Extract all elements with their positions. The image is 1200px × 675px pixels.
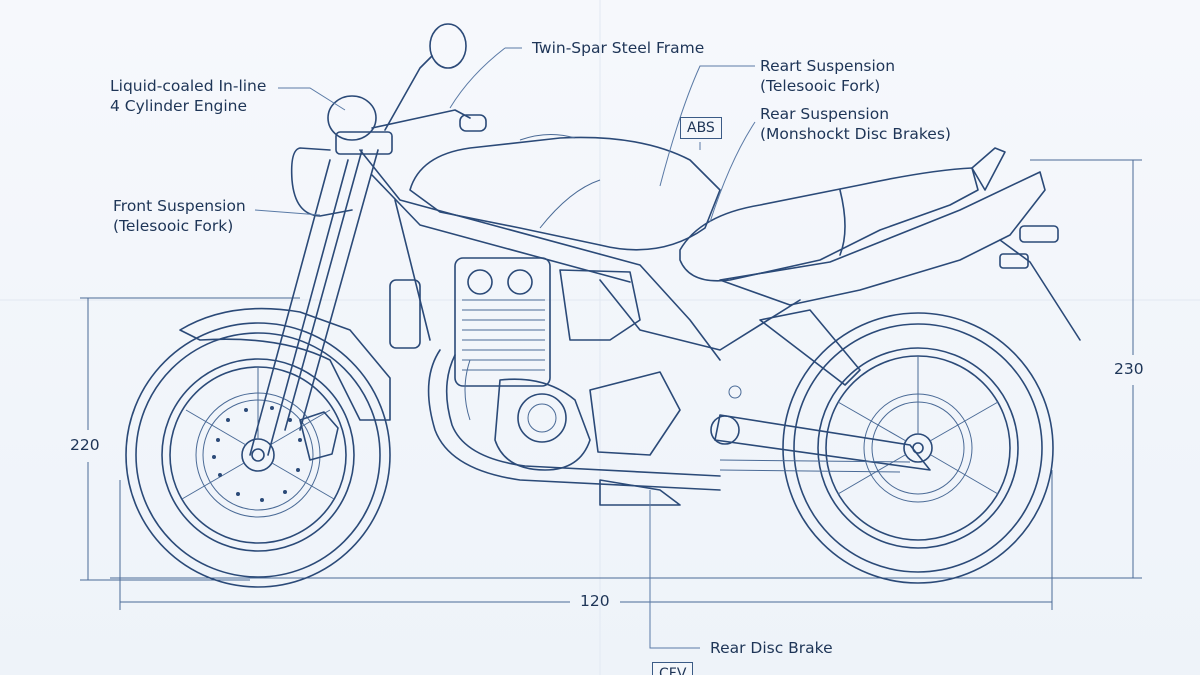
label-reart-suspension-line1: Reart Suspension (760, 57, 896, 75)
frame (359, 149, 801, 361)
dimension-length: 120 (580, 592, 610, 610)
label-rear-suspension-line1: Rear Suspension (760, 105, 890, 123)
swingarm (599, 309, 931, 506)
label-engine-line2: 4 Cylinder Engine (110, 97, 248, 115)
leader-lines (254, 47, 756, 649)
label-frame: Twin-Spar Steel Frame (532, 39, 705, 57)
label-reart-suspension-line2: (Telesooic Fork) (760, 77, 881, 95)
front-fork (179, 23, 487, 456)
dimension-lines (80, 159, 1142, 610)
label-front-suspension-line2: (Telesooic Fork) (113, 217, 234, 235)
dimension-right-height: 230 (1114, 360, 1144, 378)
label-abs-box: ABS (680, 117, 722, 139)
dimension-left-height: 220 (70, 436, 100, 454)
label-rear-suspension-line2: (Monshockt Disc Brakes) (760, 125, 951, 143)
fuel-tank (409, 134, 721, 251)
label-bottom-box: CFV (652, 662, 694, 675)
exhaust (427, 349, 721, 491)
seat-and-tail (679, 147, 1081, 341)
front-wheel (125, 322, 391, 588)
label-front-suspension-line1: Front Suspension (113, 197, 246, 215)
label-rear-disc-brake: Rear Disc Brake (710, 639, 833, 657)
rear-wheel (782, 312, 1054, 584)
engine (389, 257, 681, 471)
label-engine-line1: Liquid-coaled In-line (110, 77, 267, 95)
